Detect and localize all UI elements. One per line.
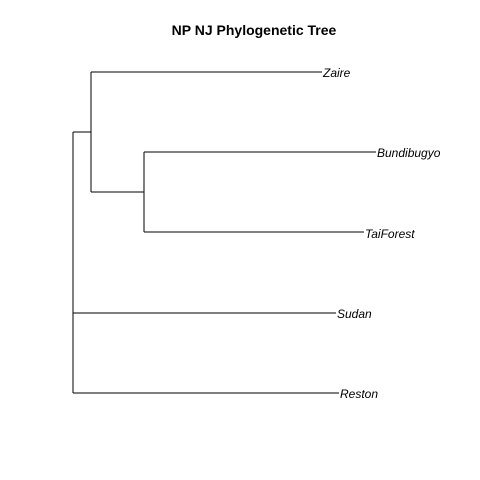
tip-labels: Zaire Bundibugyo TaiForest Sudan Reston: [322, 66, 441, 401]
tip-label-taiforest: TaiForest: [365, 227, 415, 241]
tree-branches: [72, 71, 376, 394]
tip-label-zaire: Zaire: [322, 66, 351, 80]
tree-title: NP NJ Phylogenetic Tree: [172, 22, 337, 38]
tip-label-reston: Reston: [340, 387, 378, 401]
tip-label-sudan: Sudan: [337, 307, 372, 321]
tip-label-bundibugyo: Bundibugyo: [377, 146, 441, 160]
